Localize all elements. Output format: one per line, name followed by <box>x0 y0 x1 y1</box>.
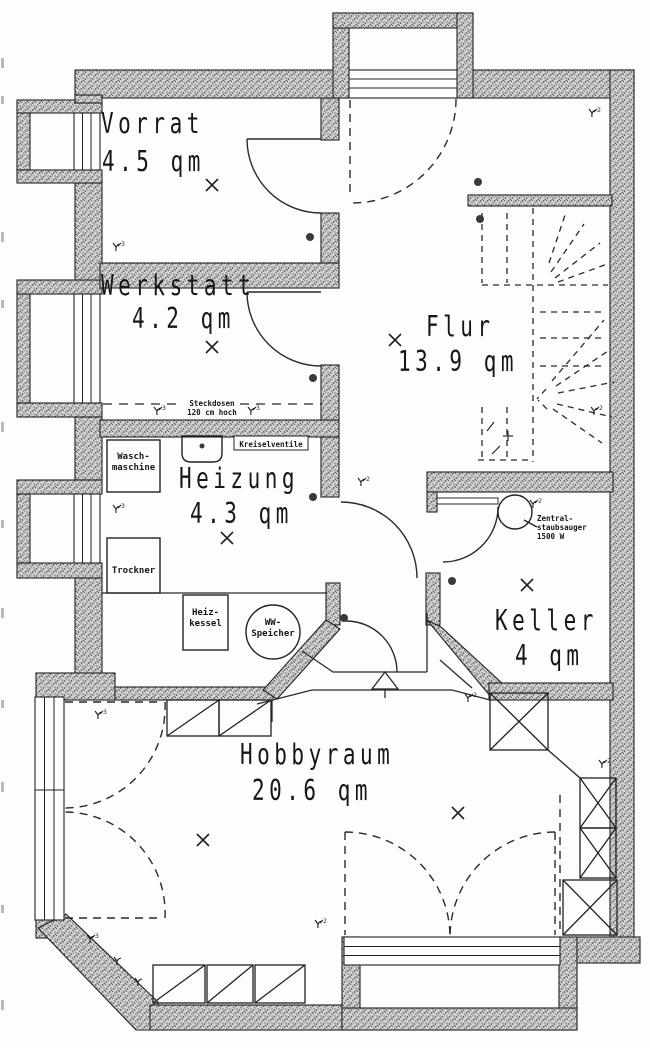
room-area-werkstatt: 4.2 qm <box>132 302 235 335</box>
scan-artifacts <box>1 58 4 1010</box>
keller-door-leaf <box>436 497 499 505</box>
dashed-doors <box>63 98 561 938</box>
bay2-window <box>73 293 101 404</box>
werkstatt-door-arc <box>246 291 322 367</box>
svg-text:2: 2 <box>607 757 611 765</box>
svg-text:2: 2 <box>323 917 327 925</box>
room-area-flur: 13.9 qm <box>398 345 519 378</box>
outlet-dots <box>199 178 484 622</box>
window-mullions <box>35 78 560 956</box>
kreiselventile-box <box>233 435 309 451</box>
heizkessel-box <box>182 594 229 651</box>
svg-text:2: 2 <box>599 404 603 412</box>
svg-text:2: 2 <box>538 497 542 505</box>
svg-text:3: 3 <box>256 404 260 412</box>
svg-text:3: 3 <box>162 404 166 412</box>
left-door-arc-upper <box>63 701 166 809</box>
room-label-keller: Keller <box>495 604 598 637</box>
bottom-door-arc-left <box>344 831 451 938</box>
left-door-arc-lower <box>63 811 166 919</box>
room-label-heizung: Heizung <box>179 462 300 495</box>
chimney-window <box>348 69 458 99</box>
ww-speicher-circle <box>245 604 301 660</box>
hatch-arc <box>351 98 457 204</box>
trockner-label: Trockner <box>111 566 156 576</box>
shaft-boxes <box>489 692 618 936</box>
svg-text:3: 3 <box>95 932 99 940</box>
room-area-keller: 4 qm <box>515 639 584 672</box>
step-triangle <box>370 670 400 690</box>
electric-symbols: 3 3 3 3 3 3 2 2 2 2 2 2 2 <box>86 106 611 987</box>
waschmaschine-label: Wasch-maschine <box>111 452 156 473</box>
ww-speicher-label: WW-Speicher <box>251 618 295 639</box>
room-area-heizung: 4.3 qm <box>190 497 293 530</box>
svg-text:3: 3 <box>103 708 107 716</box>
sink <box>181 435 223 463</box>
room-label-hobbyraum: Hobbyraum <box>240 738 395 771</box>
kreiselventile-label: Kreiselventile <box>239 440 303 449</box>
stair-marks <box>486 421 513 455</box>
keller-door-arc <box>442 506 499 563</box>
doors <box>246 138 499 673</box>
svg-text:2: 2 <box>597 106 601 114</box>
svg-text:3: 3 <box>121 240 125 248</box>
corridor-door-arc <box>340 501 418 579</box>
hobby-bottom-window <box>343 936 561 966</box>
shelf-boxes <box>152 699 306 1004</box>
svg-text:3: 3 <box>121 502 125 510</box>
zentralstaubsauger-circle <box>497 494 533 530</box>
hobby-door-arc <box>345 620 398 673</box>
room-label-vorrat: Vorrat <box>101 107 204 140</box>
equipment-shapes <box>106 435 538 660</box>
room-label-werkstatt: Werkstatt <box>101 269 256 302</box>
staircase <box>478 208 615 462</box>
room-area-hobbyraum: 20.6 qm <box>252 774 373 807</box>
svg-text:2: 2 <box>473 691 477 699</box>
bay1-window <box>73 112 101 171</box>
svg-text:2: 2 <box>366 475 370 483</box>
windows <box>34 69 561 966</box>
vorrat-door-arc <box>246 138 322 214</box>
walls <box>16 12 641 1031</box>
bay3-window <box>73 493 101 564</box>
hobby-left-window <box>34 696 65 921</box>
room-label-flur: Flur <box>426 310 495 343</box>
bottom-door-arc-right <box>449 831 556 938</box>
ceiling-light-markers <box>196 178 534 847</box>
heizkessel-label: Heiz-kessel <box>189 608 222 629</box>
waschmaschine-box <box>106 439 161 493</box>
room-area-vorrat: 4.5 qm <box>102 145 205 178</box>
